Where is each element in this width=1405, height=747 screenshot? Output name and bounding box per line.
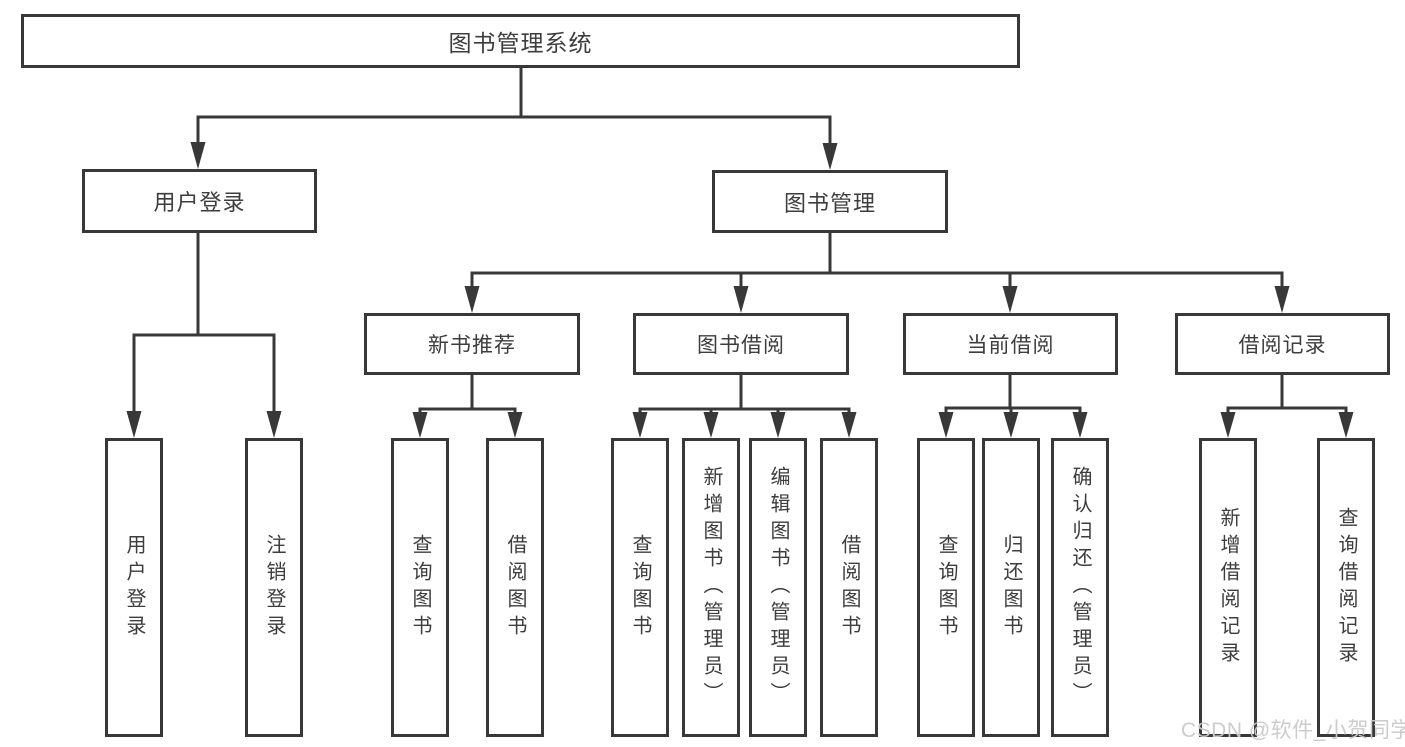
arrowhead <box>412 412 428 438</box>
arrowhead <box>507 412 523 438</box>
leaf-edit-books-admin: 编辑图书（管理员） <box>749 438 807 737</box>
leaf-return-books: 归还图书 <box>982 438 1040 737</box>
connector-borrow-record-children <box>1220 375 1354 438</box>
leaf-borrow-books: 借阅图书 <box>820 438 878 737</box>
leaf-query-books-current: 查询图书 <box>917 438 975 737</box>
node-borrow-record: 借阅记录 <box>1175 313 1390 375</box>
arrowhead <box>770 412 786 438</box>
leaf-query-borrow-record: 查询借阅记录 <box>1317 438 1375 737</box>
connector-new-book-recommend-children <box>412 375 523 438</box>
leaf-logout: 注销登录 <box>245 438 303 737</box>
connector-book-borrow-children <box>632 375 857 438</box>
arrowhead <box>1274 286 1290 313</box>
arrowhead <box>1338 412 1354 438</box>
arrowhead <box>733 286 749 313</box>
arrowhead <box>1003 412 1019 438</box>
leaf-add-books-admin: 新增图书（管理员） <box>682 438 740 737</box>
arrowhead <box>464 286 480 313</box>
arrowhead <box>1220 412 1236 438</box>
leaf-borrow-books-recommend: 借阅图书 <box>486 438 544 737</box>
arrowhead <box>841 412 857 438</box>
arrowhead <box>703 412 719 438</box>
arrowhead <box>938 412 954 438</box>
arrowhead <box>822 143 838 170</box>
node-current-borrow: 当前借阅 <box>903 313 1118 375</box>
arrowhead <box>190 142 206 169</box>
node-user-login: 用户登录 <box>82 169 317 233</box>
connector-book-management-children <box>464 233 1290 313</box>
arrowhead <box>126 411 142 438</box>
csdn-watermark: CSDN @软件_小贺同学 <box>1181 719 1405 742</box>
leaf-query-books-borrow: 查询图书 <box>611 438 669 737</box>
leaf-confirm-return-admin: 确认归还（管理员） <box>1051 438 1109 737</box>
connector-root-to-level2 <box>190 68 838 170</box>
arrowhead <box>266 411 282 438</box>
connector-current-borrow-children <box>938 375 1088 438</box>
arrowhead <box>1002 286 1018 313</box>
connector-user-login-children <box>126 233 282 438</box>
arrowhead <box>632 412 648 438</box>
node-root-library-system: 图书管理系统 <box>21 14 1020 68</box>
leaf-user-login: 用户登录 <box>105 438 163 737</box>
leaf-add-borrow-record: 新增借阅记录 <box>1199 438 1257 737</box>
arrowhead <box>1072 412 1088 438</box>
node-book-borrow: 图书借阅 <box>633 313 849 375</box>
node-book-management: 图书管理 <box>712 170 948 233</box>
node-new-book-recommend: 新书推荐 <box>364 313 580 375</box>
leaf-query-books-recommend: 查询图书 <box>391 438 449 737</box>
